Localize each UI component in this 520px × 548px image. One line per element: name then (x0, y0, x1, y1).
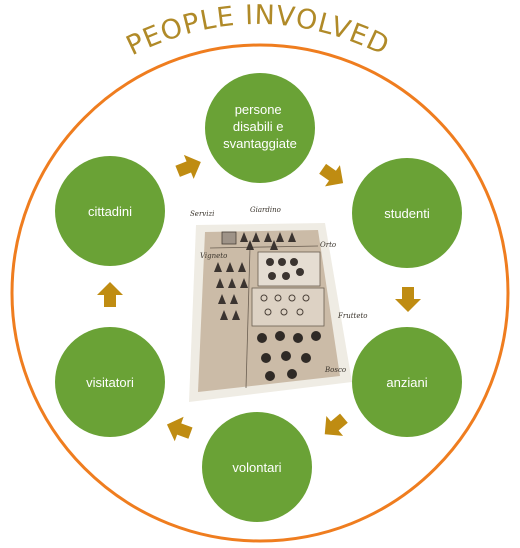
arrow-anziani-to-volontari (324, 413, 348, 436)
diagram-title: PEOPLE INVOLVED (122, 0, 395, 62)
node-visitatori: visitatori (55, 327, 165, 437)
node-circle-persone (205, 73, 315, 183)
garden-sketch: Servizi Giardino Orto Vigneto Frutteto B… (189, 206, 368, 402)
arrow-cittadini-to-persone (175, 154, 201, 179)
node-cittadini: cittadini (55, 156, 165, 266)
sketch-label-bosco: Bosco (324, 366, 346, 374)
node-circle-studenti (352, 158, 462, 268)
node-label-line: svantaggiate (223, 136, 297, 151)
arrow-visitatori-to-cittadini (97, 282, 123, 307)
arrow-persone-to-studenti (319, 163, 344, 187)
node-circle-cittadini (55, 156, 165, 266)
node-label-persone: persone disabili e svantaggiate (223, 102, 297, 151)
node-label-studenti: studenti (384, 206, 430, 221)
node-anziani: anziani (352, 327, 462, 437)
sketch-orto-plants (266, 258, 304, 280)
node-studenti: studenti (352, 158, 462, 268)
node-label-line: disabili e (233, 119, 284, 134)
sketch-frutteto-area (251, 287, 325, 327)
node-circle-visitatori (55, 327, 165, 437)
sketch-label-servizi: Servizi (190, 210, 214, 218)
sketch-servizi-box (221, 231, 237, 245)
sketch-label-giardino: Giardino (250, 206, 281, 214)
arrow-volontari-to-visitatori (166, 416, 193, 442)
node-circle-volontari (202, 412, 312, 522)
arrow-studenti-to-anziani (395, 287, 421, 312)
node-circle-anziani (352, 327, 462, 437)
node-label-anziani: anziani (386, 375, 427, 390)
node-label-volontari: volontari (232, 460, 281, 475)
sketch-giardino-trees (240, 232, 296, 250)
node-persone: persone disabili e svantaggiate (205, 73, 315, 183)
flow-arrows (97, 154, 421, 442)
node-label-visitatori: visitatori (86, 375, 134, 390)
sketch-label-orto: Orto (320, 241, 336, 249)
sketch-label-frutteto: Frutteto (337, 312, 368, 320)
sketch-bosco-trees (257, 331, 321, 381)
sketch-orto-area (257, 251, 321, 287)
sketch-label-vigneto: Vigneto (200, 252, 227, 260)
sketch-frutteto-plants (260, 294, 310, 316)
node-label-line: persone (235, 102, 282, 117)
node-label-cittadini: cittadini (88, 204, 132, 219)
node-volontari: volontari (202, 412, 312, 522)
sketch-vigneto-trees (214, 262, 248, 320)
outer-ring (10, 43, 510, 543)
